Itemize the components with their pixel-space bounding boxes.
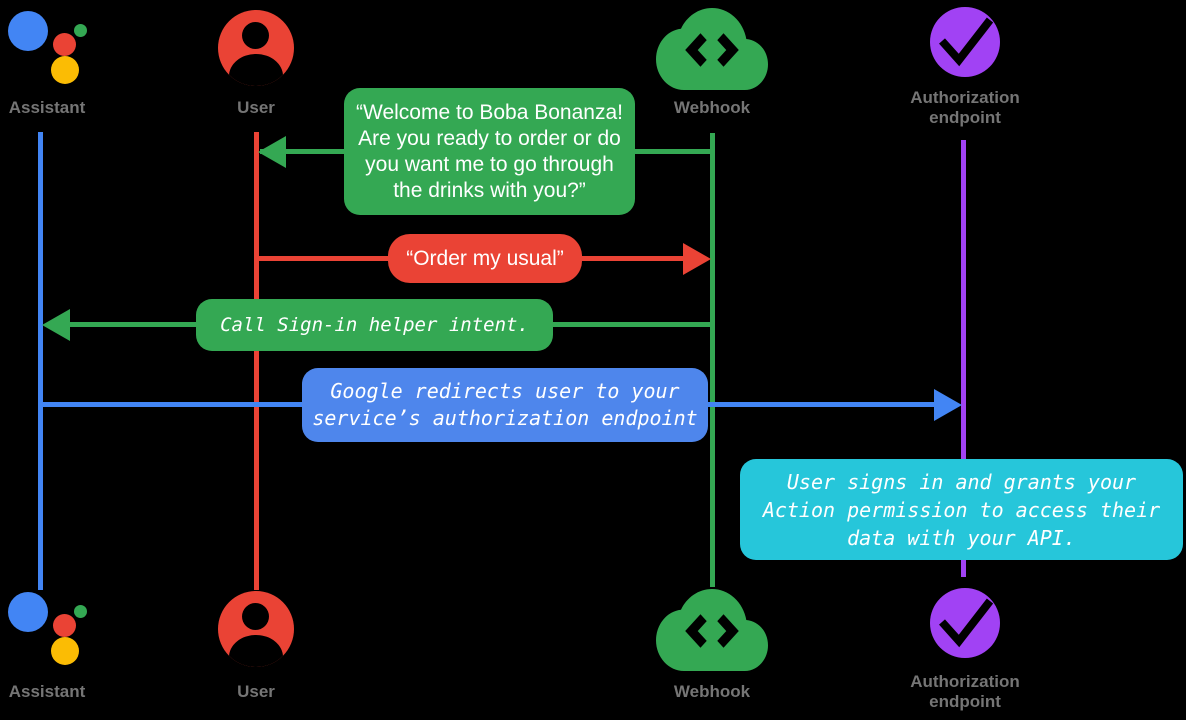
person-circle-icon xyxy=(218,591,294,667)
person-circle-icon xyxy=(218,10,294,86)
cloud-code-icon xyxy=(656,589,768,671)
person-shoulders xyxy=(229,635,283,667)
arrowhead-left-icon xyxy=(258,136,286,168)
google-assistant-icon xyxy=(8,11,94,87)
actor-label-user: User xyxy=(237,98,275,117)
lifeline-assistant xyxy=(38,132,43,590)
assistant-green-circle xyxy=(74,605,87,618)
message-bubble-welcome: “Welcome to Boba Bonanza! Are you ready … xyxy=(344,88,635,215)
cloud-code-icon xyxy=(656,8,768,90)
message-bubble-user-signs-in-note: User signs in and grants your Action per… xyxy=(740,459,1183,560)
message-bubble-signin-helper: Call Sign-in helper intent. xyxy=(196,299,553,351)
lifeline-authorization-endpoint xyxy=(961,140,966,577)
person-shoulders xyxy=(229,54,283,86)
actor-label-assistant: Assistant xyxy=(8,98,86,117)
message-bubble-order: “Order my usual” xyxy=(388,234,582,283)
person-head xyxy=(242,603,269,630)
assistant-yellow-circle xyxy=(51,637,79,665)
assistant-red-circle xyxy=(53,614,76,637)
actor-label-user: User xyxy=(237,682,275,701)
check-circle-icon xyxy=(930,588,1000,658)
arrowhead-left-icon xyxy=(42,309,70,341)
actor-label-webhook: Webhook xyxy=(673,98,751,117)
arrowhead-right-icon xyxy=(683,243,711,275)
lifeline-user xyxy=(254,132,259,590)
lifeline-webhook xyxy=(710,133,715,587)
assistant-green-circle xyxy=(74,24,87,37)
actor-label-assistant: Assistant xyxy=(8,682,86,701)
actor-label-authorization-endpoint: Authorization endpoint xyxy=(910,672,1020,711)
actor-label-webhook: Webhook xyxy=(673,682,751,701)
arrowhead-right-icon xyxy=(934,389,962,421)
person-head xyxy=(242,22,269,49)
assistant-blue-circle xyxy=(8,11,48,51)
actor-label-authorization-endpoint: Authorization endpoint xyxy=(910,88,1020,127)
assistant-yellow-circle xyxy=(51,56,79,84)
assistant-blue-circle xyxy=(8,592,48,632)
check-circle-icon xyxy=(930,7,1000,77)
assistant-red-circle xyxy=(53,33,76,56)
message-bubble-redirect: Google redirects user to your service’s … xyxy=(302,368,708,442)
google-assistant-icon xyxy=(8,592,94,668)
